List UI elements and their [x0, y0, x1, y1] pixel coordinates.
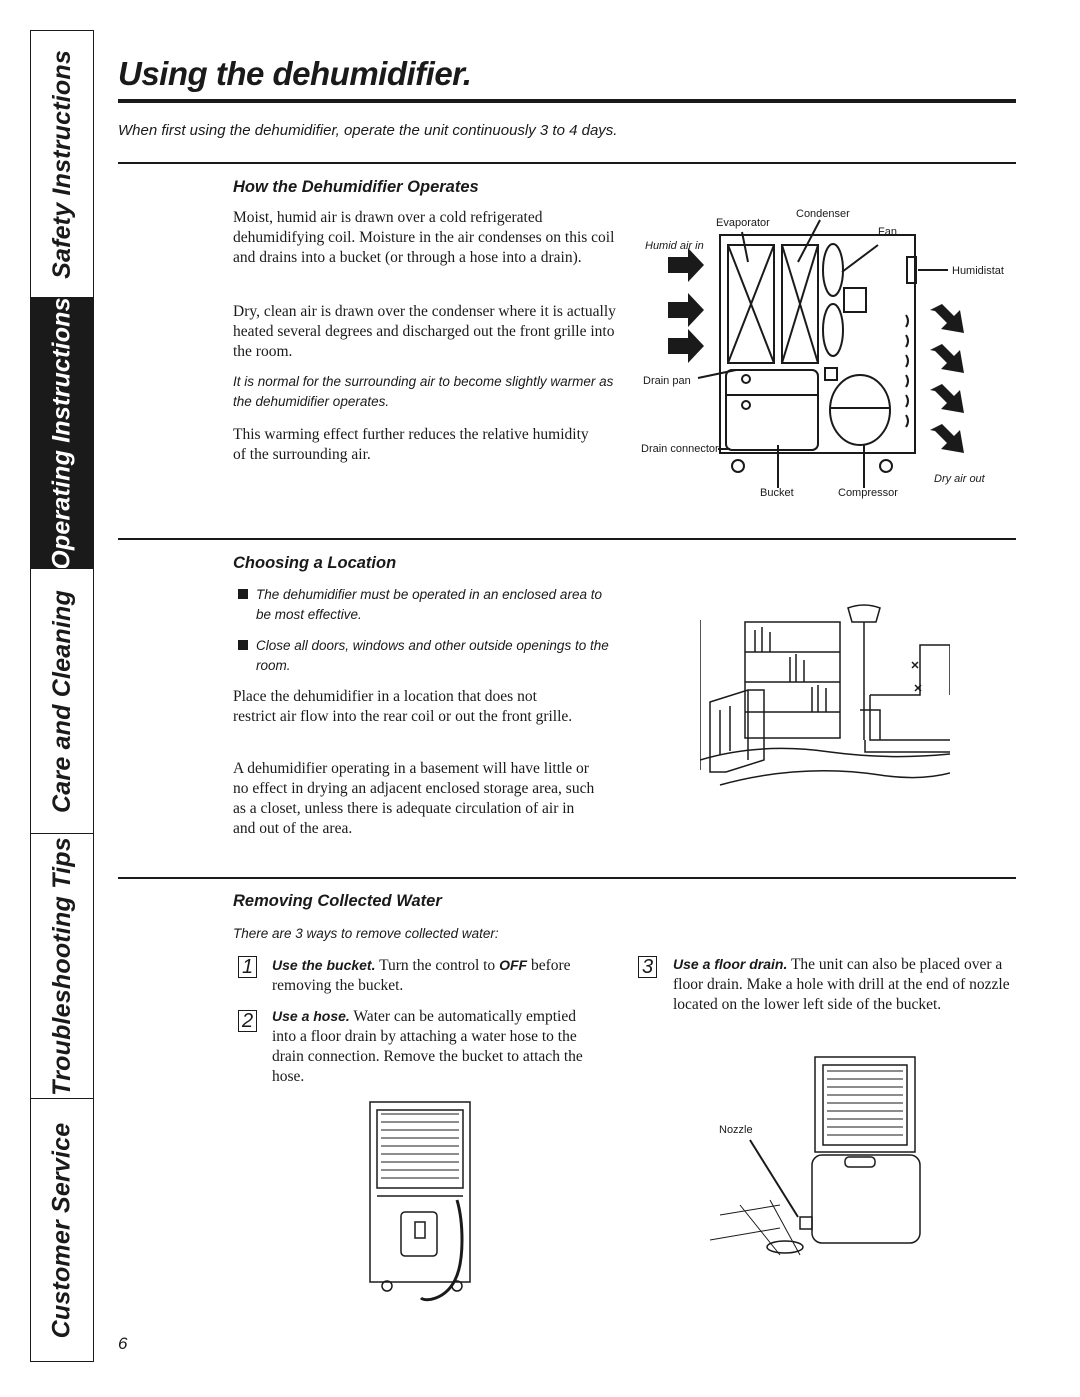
bullet-square [238, 589, 248, 599]
tab-care-and-cleaning[interactable]: Care and Cleaning [30, 568, 94, 834]
step-lead: Use the bucket. [272, 957, 376, 973]
label-fan: Fan [878, 226, 897, 238]
location-bullet: Close all doors, windows and other outsi… [238, 636, 618, 675]
side-tabs: Safety Instructions Operating Instructio… [30, 30, 96, 1362]
step-number: 3 [638, 956, 657, 978]
step-number: 2 [238, 1010, 257, 1032]
tab-safety-instructions[interactable]: Safety Instructions [30, 30, 94, 298]
label-drain-pan: Drain pan [643, 375, 691, 387]
operates-para-1: Moist, humid air is drawn over a cold re… [233, 209, 615, 266]
step-3-text: Use a floor drain. The unit can also be … [673, 954, 1018, 1015]
label-humidistat: Humidistat [952, 265, 1004, 277]
label-drain-connector: Drain connector [641, 443, 719, 455]
step-1-text: Use the bucket. Turn the control to OFF … [272, 955, 617, 996]
title-rule [118, 99, 1016, 103]
step-lead: Use a floor drain. [673, 956, 788, 972]
section-heading-location: Choosing a Location [233, 554, 397, 572]
floor-drain-illustration [709, 1056, 921, 1256]
label-nozzle: Nozzle [719, 1124, 753, 1136]
page-title: Using the dehumidifier. [118, 55, 472, 92]
label-compressor: Compressor [838, 487, 898, 499]
control-off-label: OFF [499, 957, 528, 973]
step-body: Turn the control to [375, 957, 500, 974]
location-bullet: The dehumidifier must be operated in an … [238, 585, 618, 624]
label-evaporator: Evaporator [716, 217, 770, 229]
step-2-text: Use a hose. Water can be automatically e… [272, 1006, 602, 1087]
step-body: The unit can also be placed over a floor… [673, 956, 1010, 1013]
operates-para-3: This warming effect further reduces the … [233, 426, 589, 463]
step-number: 1 [238, 956, 257, 978]
operates-para-2: Dry, clean air is drawn over the condens… [233, 303, 616, 360]
tab-label: Operating Instructions [47, 296, 76, 570]
tab-operating-instructions[interactable]: Operating Instructions [30, 297, 94, 569]
step-body: before removing the bucket. [272, 957, 571, 994]
section-heading-operates: How the Dehumidifier Operates [233, 178, 479, 196]
operates-note: It is normal for the surrounding air to … [233, 374, 614, 409]
tab-customer-service[interactable]: Customer Service [30, 1098, 94, 1362]
section-divider [118, 162, 1016, 164]
tab-label: Customer Service [47, 1122, 76, 1338]
tab-troubleshooting-tips[interactable]: Troubleshooting Tips [30, 833, 94, 1099]
dehumidifier-operation-diagram [668, 219, 964, 488]
tab-label: Safety Instructions [47, 49, 76, 279]
step-body: Water can be automatically emptied into … [272, 1008, 583, 1085]
step-lead: Use a hose. [272, 1008, 350, 1024]
location-para-1: Place the dehumidifier in a location tha… [233, 688, 573, 725]
removing-intro: There are 3 ways to remove collected wat… [233, 926, 499, 941]
bullet-text: Close all doors, windows and other outsi… [256, 638, 609, 673]
section-divider [118, 538, 1016, 540]
intro-text: When first using the dehumidifier, opera… [118, 122, 618, 139]
tab-label: Care and Cleaning [47, 589, 76, 813]
room-location-illustration [700, 604, 950, 786]
tab-label: Troubleshooting Tips [47, 836, 76, 1096]
label-humid-air-in: Humid air in [645, 240, 704, 252]
page-number: 6 [118, 1334, 128, 1353]
label-condenser: Condenser [796, 208, 850, 220]
label-dry-air-out: Dry air out [934, 473, 985, 485]
section-divider [118, 877, 1016, 879]
section-heading-removing: Removing Collected Water [233, 892, 442, 910]
bullet-square [238, 640, 248, 650]
label-bucket: Bucket [760, 487, 794, 499]
bullet-text: The dehumidifier must be operated in an … [256, 587, 602, 622]
hose-drain-illustration [369, 1101, 471, 1302]
location-para-2: A dehumidifier operating in a basement w… [233, 760, 595, 837]
